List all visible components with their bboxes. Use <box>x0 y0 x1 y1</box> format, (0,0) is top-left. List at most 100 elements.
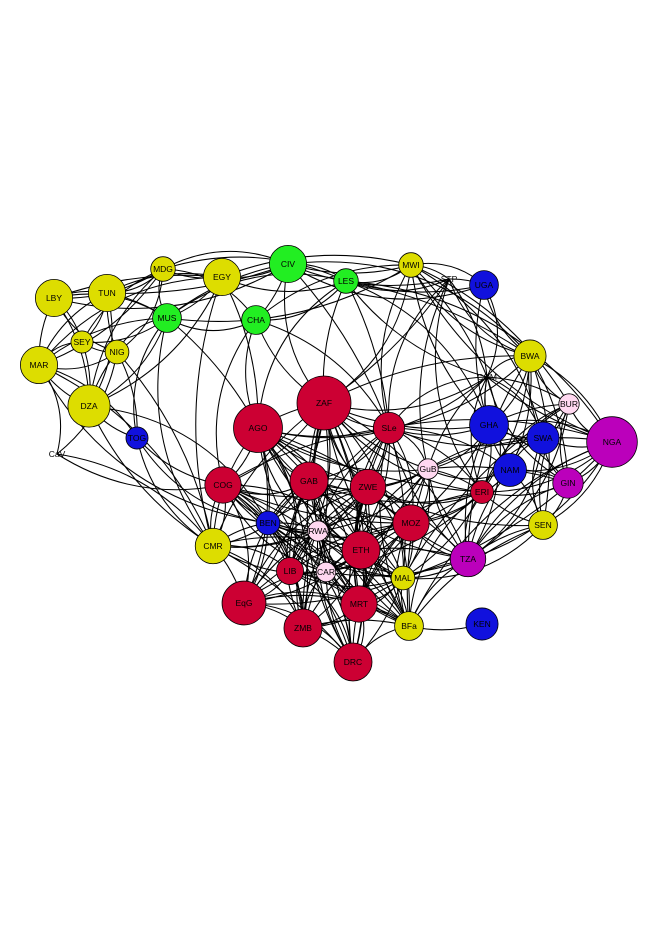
node-label-LES: LES <box>338 276 354 286</box>
node-label-UGA: UGA <box>475 280 494 290</box>
node-circle-LES <box>333 268 359 294</box>
node-circle-MAL <box>390 565 416 591</box>
node-label-ZMB: ZMB <box>294 623 312 633</box>
node-BFa: BFa <box>394 611 424 641</box>
node-circle-NGA <box>586 416 638 468</box>
edge-MOZ-EqG <box>243 522 412 604</box>
node-label-COG: COG <box>213 480 232 490</box>
edge-MWI-BUR <box>410 264 570 405</box>
edge-layer <box>38 250 613 663</box>
edge-BUR-MAL <box>402 403 570 579</box>
edge-LBY-EGY <box>53 274 223 299</box>
node-label-MAR: MAR <box>30 360 49 370</box>
node-circle-TOG <box>125 426 149 450</box>
edge-CHA-SLe <box>255 319 390 429</box>
edge-CIV-BWA <box>287 261 531 357</box>
node-circle-EGY <box>202 257 241 296</box>
edge-MUS-MAR <box>38 317 168 366</box>
node-TUN: TUN <box>88 273 127 312</box>
edge-NIG-CMR <box>116 351 214 547</box>
node-label-DZA: DZA <box>81 401 98 411</box>
node-circle-EqG <box>221 580 267 626</box>
edge-ERI-MAL <box>402 491 483 579</box>
node-circle-MUS <box>152 303 182 333</box>
node-circle-SEN <box>528 510 558 540</box>
node-SWA: SWA <box>526 421 560 455</box>
node-label-MWI: MWI <box>402 260 419 270</box>
node-circle-BWA <box>513 339 547 373</box>
node-label-CHA: CHA <box>247 315 265 325</box>
node-label-MUS: MUS <box>158 313 177 323</box>
node-BUR: BUR <box>558 393 580 415</box>
node-label-NIG: NIG <box>109 347 124 357</box>
node-MDG: MDG <box>150 256 176 282</box>
edge-MWI-COM <box>410 264 488 378</box>
node-circle-ETH <box>341 530 381 570</box>
node-label-STP: STP <box>441 274 458 284</box>
node-SLe: SLe <box>372 411 406 445</box>
edge-LES-MUS <box>166 273 347 319</box>
node-MAR: MAR <box>19 345 59 384</box>
edge-STP-ERI <box>434 278 483 493</box>
node-MUS: MUS <box>152 303 182 333</box>
node-MWI: MWI <box>398 252 424 278</box>
edge-EGY-DZA <box>88 276 223 407</box>
node-label-ERI: ERI <box>475 487 489 497</box>
edge-LES-NGA <box>345 280 613 443</box>
node-label-SEY: SEY <box>73 337 90 347</box>
edge-MUS-CMR <box>157 317 214 547</box>
node-LIB: LIB <box>276 557 304 585</box>
edge-LES-BWA <box>345 280 531 357</box>
node-label-BWA: BWA <box>520 351 539 361</box>
edge-MWI-BWA <box>410 264 531 357</box>
node-label-GAB: GAB <box>300 476 318 486</box>
node-CHA: CHA <box>241 305 271 335</box>
node-COG: COG <box>204 466 242 504</box>
node-MAL: MAL <box>390 565 416 591</box>
edge-ERI-CAR <box>325 491 483 573</box>
node-GuB: GuB <box>417 458 439 480</box>
edge-TOG-BEN <box>136 437 269 524</box>
edge-MUS-TOG <box>133 317 168 439</box>
node-label-ZWE: ZWE <box>359 482 378 492</box>
node-RWA: RWA <box>307 520 329 542</box>
edge-LES-COM <box>345 280 488 378</box>
node-EqG: EqG <box>221 580 267 626</box>
node-TZA: TZA <box>449 540 487 578</box>
node-ETH: ETH <box>341 530 381 570</box>
node-TOG: TOG <box>125 426 149 450</box>
edge-AGO-MRT <box>257 427 360 605</box>
node-label-MOZ: MOZ <box>402 518 421 528</box>
node-NIG: NIG <box>104 339 130 365</box>
node-label-CIV: CIV <box>281 259 296 269</box>
node-circle-LBY <box>35 278 74 317</box>
node-label-TUN: TUN <box>98 288 115 298</box>
node-circle-GHA <box>469 405 509 445</box>
node-label-NAM: NAM <box>501 465 520 475</box>
node-CAR: CAR <box>315 561 337 583</box>
edge-COM-GuB <box>427 376 488 470</box>
edge-NGA-BFa <box>408 441 613 627</box>
edge-COG-BFa <box>222 484 410 627</box>
node-circle-TUN <box>88 273 127 312</box>
edge-MWI-CHA <box>255 264 412 321</box>
node-circle-CMR <box>194 527 232 565</box>
edge-SLe-COG <box>222 427 390 486</box>
node-label-MDG: MDG <box>153 264 173 274</box>
node-circle-AGO <box>233 403 283 453</box>
node-label-COM: COM <box>477 372 497 382</box>
node-circle-ERI <box>470 480 494 504</box>
edge-COG-MAL <box>222 484 404 579</box>
edge-STP-GuB <box>419 278 450 470</box>
node-label-NGA: NGA <box>603 437 622 447</box>
node-label-CMR: CMR <box>203 541 222 551</box>
edge-COM-BUR <box>486 376 570 405</box>
edge-BWA-ERI <box>481 355 531 493</box>
edge-LES-UGA <box>345 280 485 293</box>
edge-CIV-SLe <box>287 263 390 429</box>
edge-STP-SLe <box>388 278 450 429</box>
node-NAM: NAM <box>493 453 527 487</box>
node-KEN: KEN <box>465 607 499 641</box>
